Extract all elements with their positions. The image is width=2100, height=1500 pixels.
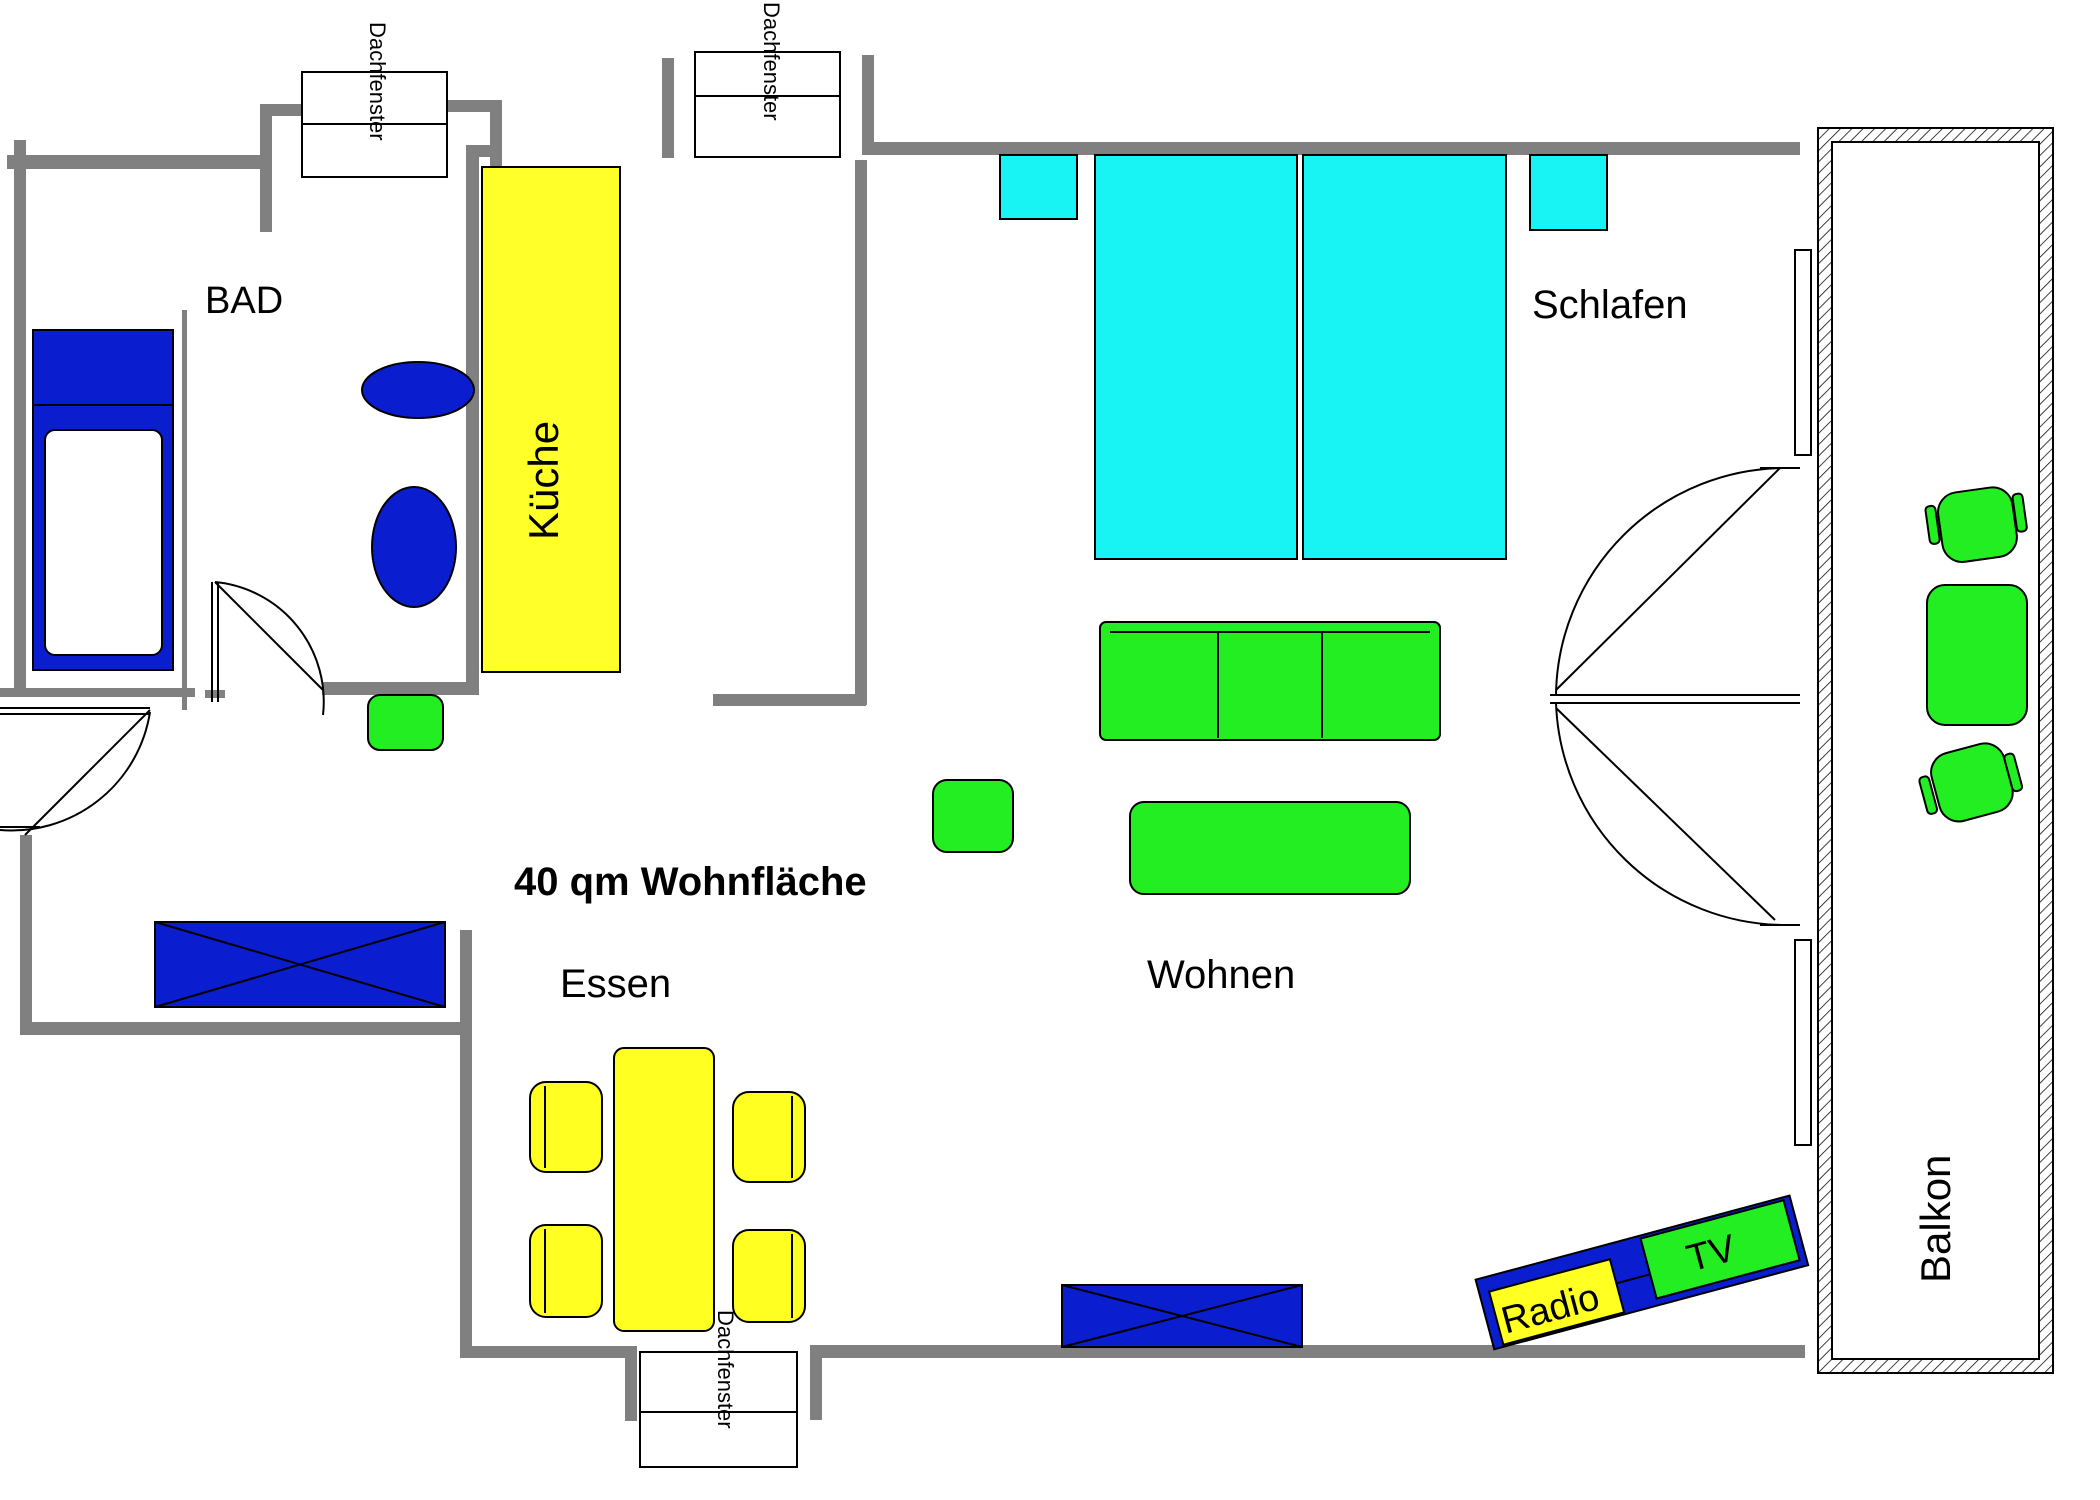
wall-living-bottom: [810, 1345, 1805, 1358]
tv-radio-stand: Radio TV: [1474, 1194, 1810, 1351]
side-stool: [932, 779, 1014, 853]
bed-right: [1302, 154, 1507, 560]
label-kueche: Küche: [520, 421, 567, 540]
sofa: [1099, 621, 1441, 741]
balcony: Balkon: [1817, 127, 2054, 1374]
wall-corridor-bottom: [20, 1022, 465, 1035]
balcony-double-door: [1550, 467, 1800, 926]
wall-entry-left: [20, 835, 32, 1035]
wall-dining-left: [460, 930, 472, 1358]
entry-door: [0, 707, 151, 836]
balcony-table: [1926, 584, 2028, 726]
roof-window-3: Dachfenster: [639, 1310, 798, 1468]
roof-window-3-label: Dachfenster: [713, 1310, 738, 1429]
nightstand-right: [1529, 154, 1608, 231]
wall-dormer1-right: [490, 100, 502, 170]
wall-bath-partition: [182, 310, 187, 710]
wall-corridor-bottom-stub: [713, 694, 866, 706]
dining-chair-br: [732, 1229, 806, 1323]
wall-bath-bottom-right: [322, 682, 479, 695]
wall-dormer3-right: [810, 1345, 822, 1420]
label-schlafen: Schlafen: [1532, 283, 1688, 327]
wall-bath-bottom-left: [0, 688, 195, 697]
wall-bath-right: [466, 145, 479, 685]
dining-table: [613, 1047, 715, 1332]
wall-dormer3-left: [625, 1346, 637, 1421]
roof-window-1: Dachfenster: [301, 22, 448, 178]
walls: [0, 55, 1805, 1421]
roof-window-2: Dachfenster: [694, 2, 841, 158]
wall-corridor-right: [855, 160, 867, 705]
wall-dormer1-left: [260, 104, 272, 232]
wall-bath-left: [14, 155, 26, 695]
balcony-window-lower: [1794, 939, 1812, 1146]
bathroom-door: [211, 581, 325, 716]
wall-bath-top-left: [7, 155, 260, 169]
wall-bath-right-top: [466, 145, 496, 157]
balcony-window-upper: [1794, 249, 1812, 456]
label-wohnen: Wohnen: [1147, 953, 1295, 997]
roof-window-2-label: Dachfenster: [759, 2, 784, 121]
balcony-chair-bottom: [1918, 742, 2024, 823]
dining-chair-tl: [529, 1081, 603, 1173]
toilet: [371, 486, 457, 608]
dining-chair-bl: [529, 1224, 603, 1318]
label-wohnflaeche: 40 qm Wohnfläche: [514, 860, 867, 904]
balcony-chair-top: [1924, 486, 2028, 563]
wall-bedroom-top: [862, 142, 1800, 155]
wall-dormer1-top-right: [448, 100, 500, 112]
nightstand-left: [999, 154, 1078, 220]
roof-window-1-label: Dachfenster: [365, 22, 390, 141]
kitchen-counter: [481, 166, 621, 673]
wall-dormer1-top-left: [260, 104, 305, 116]
wardrobe-corridor: [154, 921, 446, 1008]
wall-bath-bottom-stub: [205, 690, 225, 698]
label-balkon: Balkon: [1912, 1155, 1959, 1283]
lowboard: [1061, 1284, 1303, 1348]
dining-chair-tr: [732, 1091, 806, 1183]
wall-dining-bottom: [460, 1346, 635, 1358]
bed-left: [1094, 154, 1298, 560]
label-bad: BAD: [205, 280, 283, 322]
wall-dormer2-left: [662, 58, 674, 158]
sink: [361, 361, 475, 419]
label-essen: Essen: [560, 962, 671, 1006]
coffee-table: [1129, 801, 1411, 895]
wall-dormer2-right: [862, 55, 874, 155]
kitchen-stool: [367, 694, 444, 751]
bathtub: [32, 329, 174, 671]
